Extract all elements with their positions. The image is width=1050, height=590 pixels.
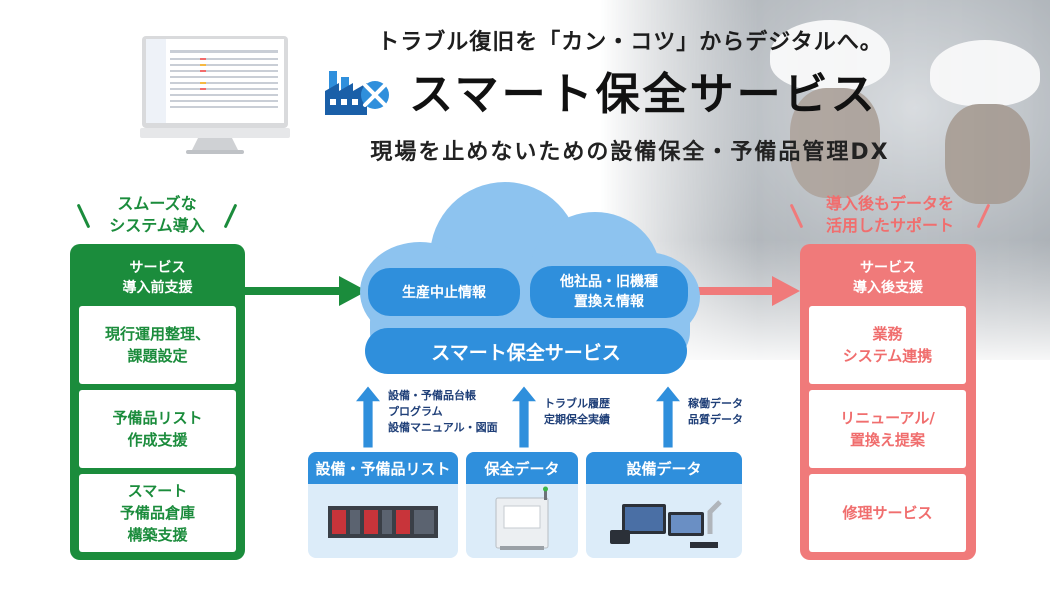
- panel-heading: サービス 導入前支援: [122, 260, 193, 296]
- card-system-integration: 業務システム連携: [809, 306, 966, 384]
- coral-arrow: [686, 276, 800, 306]
- panel-heading: サービス 導入後支援: [853, 260, 923, 296]
- right-caption-line2: 活用したサポート: [825, 216, 954, 235]
- upload-arrow-2: [512, 386, 536, 448]
- left-caption-line2: システム導入: [109, 216, 205, 235]
- card-renewal-proposal: リニューアル/置換え提案: [809, 390, 966, 468]
- upload-arrow-1: [356, 386, 380, 448]
- tagline: トラブル復旧を「カン・コツ」からデジタルへ。: [377, 30, 883, 55]
- smart-maintenance-pill: スマート保全サービス: [365, 328, 687, 374]
- green-arrow: [245, 276, 367, 306]
- service-title: スマート保全サービス: [409, 69, 878, 120]
- post-introduction-support-panel: サービス 導入後支援 業務システム連携 リニューアル/置換え提案 修理サービス: [800, 244, 976, 560]
- arrow-label-3: 稼働データ品質データ: [688, 397, 743, 426]
- source-heading: 設備データ: [586, 452, 742, 484]
- arrow-label-2: トラブル履歴定期保全実績: [544, 397, 610, 426]
- maintenance-data-box: 保全データ: [466, 452, 578, 558]
- right-caption: 導入後もデータを 活用したサポート: [789, 193, 991, 237]
- brand: スマート保全サービス: [325, 60, 878, 120]
- card-repair-service: 修理サービス: [809, 474, 966, 552]
- equipment-data-box: 設備データ: [586, 452, 742, 558]
- left-caption: スムーズな システム導入: [76, 193, 238, 237]
- subtitle: 現場を止めないための設備保全・予備品管理DX: [370, 140, 890, 165]
- source-heading: 設備・予備品リスト: [308, 452, 458, 484]
- left-caption-line1: スムーズな: [117, 194, 197, 213]
- replacement-info-pill: 他社品・旧機種置換え情報: [530, 266, 688, 318]
- card-smart-warehouse: スマート予備品倉庫構築支援: [79, 474, 236, 552]
- discontinued-info-pill: 生産中止情報: [368, 268, 520, 316]
- upload-arrow-3: [656, 386, 680, 448]
- card-current-operation: 現行運用整理、課題設定: [79, 306, 236, 384]
- pre-introduction-support-panel: サービス 導入前支援 現行運用整理、課題設定 予備品リスト作成支援 スマート予備…: [70, 244, 245, 560]
- server-rack-icon: [328, 506, 438, 538]
- equipment-spare-list-box: 設備・予備品リスト: [308, 452, 458, 558]
- machine-icon: [495, 486, 549, 550]
- source-heading: 保全データ: [466, 452, 578, 484]
- card-spare-list: 予備品リスト作成支援: [79, 390, 236, 468]
- monitor-icon: [140, 36, 290, 154]
- monitors-robot-icon: [610, 500, 722, 548]
- factory-tools-icon: [325, 71, 389, 115]
- right-caption-line1: 導入後もデータを: [825, 194, 954, 213]
- arrow-label-1: 設備・予備品台帳プログラム設備マニュアル・図面: [388, 389, 498, 434]
